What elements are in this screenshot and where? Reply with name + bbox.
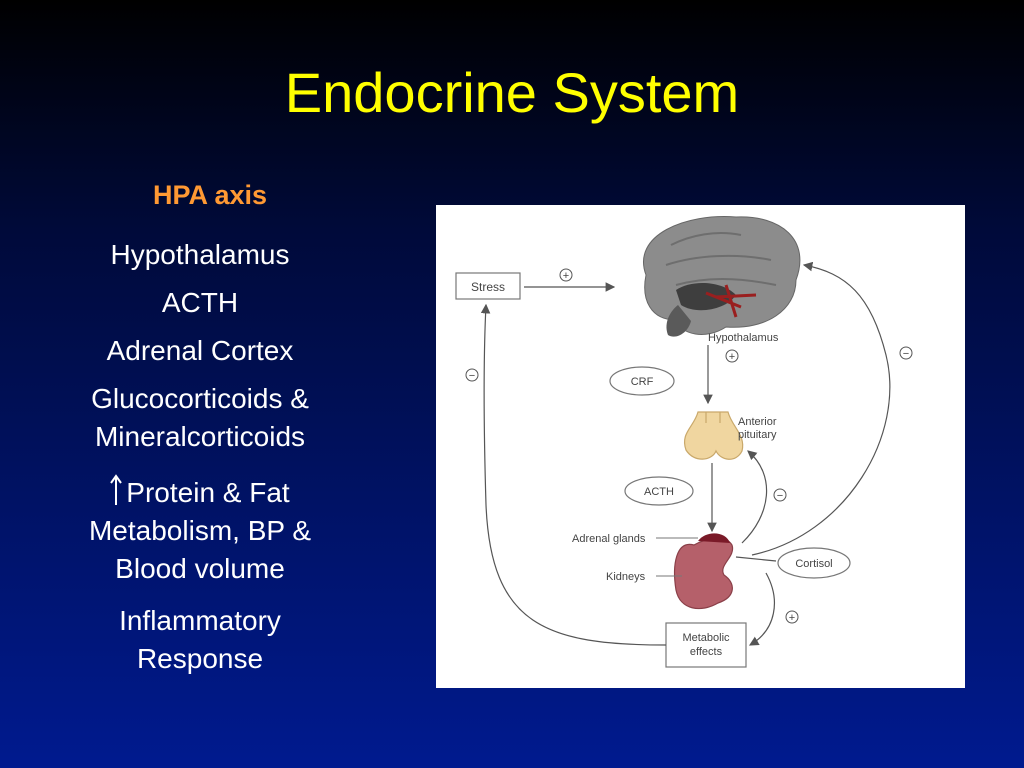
list-item-hypothalamus: Hypothalamus <box>110 239 290 270</box>
adrenal-glands-label: Adrenal glands <box>572 533 646 545</box>
list-item-inflammatory-1: Inflammatory <box>119 605 281 636</box>
hpa-diagram: Stress + Hypothalamus + CRF Anterior pit… <box>455 216 913 668</box>
slide-subtitle: HPA axis <box>152 180 268 210</box>
list-item-metabolism-bp: Metabolism, BP & <box>88 515 312 546</box>
svg-text:+: + <box>789 612 795 624</box>
plus-sign-stress <box>559 268 573 282</box>
effects-label: effects <box>690 646 723 658</box>
list-item-acth: ACTH <box>161 287 239 318</box>
plus-sign-metabolic <box>785 610 799 624</box>
acth-label: ACTH <box>644 486 674 498</box>
crf-label: CRF <box>631 376 654 388</box>
hypothalamus-label: Hypothalamus <box>708 332 779 344</box>
list-item-protein-fat: Protein & Fat <box>126 477 290 508</box>
cortisol-ellipse <box>777 547 851 579</box>
hpa-axis-list: Hypothalamus ACTH Adrenal Cortex Glucoco… <box>40 236 360 688</box>
cortisol-label: Cortisol <box>795 558 832 570</box>
list-item-hormones: Glucocorticoids & Mineralcorticoids <box>40 380 360 456</box>
svg-text:−: − <box>469 370 475 382</box>
kidneys-label: Kidneys <box>606 571 646 583</box>
svg-text:+: + <box>563 270 569 282</box>
svg-text:−: − <box>903 348 909 360</box>
slide-title: Endocrine System <box>284 61 740 124</box>
list-item-inflammatory-2: Response <box>136 643 264 674</box>
metabolic-label: Metabolic <box>682 632 730 644</box>
list-item-glucocorticoids: Glucocorticoids & <box>91 383 309 414</box>
plus-sign-hypothalamus <box>725 349 739 363</box>
stress-box <box>455 272 521 300</box>
brain-illustration <box>643 216 801 337</box>
minus-sign-pituitary <box>773 488 787 502</box>
up-arrow-icon <box>110 474 123 505</box>
crf-ellipse <box>609 366 675 396</box>
svg-text:+: + <box>729 351 735 363</box>
minus-sign-brain <box>899 346 913 360</box>
hpa-diagram-panel: Stress + Hypothalamus + CRF Anterior pit… <box>436 205 965 688</box>
kidney-illustration <box>673 533 734 610</box>
list-item-blood-volume: Blood volume <box>115 553 285 584</box>
list-item-inflammatory: Inflammatory Response <box>40 602 360 678</box>
svg-text:−: − <box>777 490 783 502</box>
list-item-metabolism: Protein & Fat Metabolism, BP & Blood vol… <box>40 474 360 588</box>
anterior-label: Anterior <box>738 416 777 428</box>
metabolic-effects-box <box>665 622 747 668</box>
list-item-adrenal-cortex: Adrenal Cortex <box>106 335 294 366</box>
pituitary-label: pituitary <box>738 429 777 441</box>
list-item-mineralcorticoids: Mineralcorticoids <box>94 421 306 452</box>
stress-label: Stress <box>471 280 505 294</box>
minus-sign-stress <box>465 368 479 382</box>
pituitary-illustration <box>684 411 744 460</box>
acth-ellipse <box>624 476 694 506</box>
